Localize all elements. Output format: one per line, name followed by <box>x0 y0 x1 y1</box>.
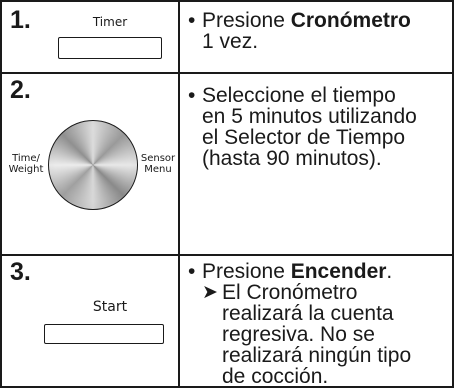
start-button-label: Start <box>92 299 128 315</box>
row-divider-2 <box>0 254 454 256</box>
step-number: 3. <box>10 258 31 286</box>
sensor-menu-label: Sensor Menu <box>138 153 178 175</box>
instruction-text: el Selector de Tiempo <box>202 126 406 149</box>
table-border-right <box>452 0 454 388</box>
instruction-text: . <box>386 260 393 283</box>
bullet: • <box>188 84 196 107</box>
table-border-bottom <box>0 386 454 388</box>
step-instruction: Presione Cronómetro 1 vez. <box>202 10 452 52</box>
instruction-bold-term: Encender <box>290 260 387 283</box>
bullet: • <box>188 260 196 283</box>
step-instruction: Presione Encender. <box>202 261 454 282</box>
dial-label-line: Weight <box>8 164 44 175</box>
instruction-text: 1 vez. <box>202 30 259 53</box>
table-border-left <box>0 0 2 388</box>
step-instruction: Seleccione el tiempo en 5 minutos utiliz… <box>202 85 454 169</box>
instruction-text: El Cronómetro <box>222 281 358 304</box>
arrow-right-icon: ➤ <box>202 282 218 303</box>
row-divider-1 <box>0 72 454 74</box>
bullet: • <box>188 9 196 32</box>
instruction-text: regresiva. No se <box>222 323 375 346</box>
instruction-text: de cocción. <box>222 365 329 388</box>
step-number: 2. <box>10 76 31 104</box>
dial-label-line: Menu <box>144 164 172 175</box>
dial-label-line: Sensor <box>140 153 176 164</box>
step-sub-instruction: El Cronómetro realizará la cuenta regres… <box>222 282 454 387</box>
timer-button[interactable] <box>58 37 162 59</box>
start-button[interactable] <box>44 324 164 344</box>
time-weight-label: Time/ Weight <box>6 153 46 175</box>
instruction-bold-term: Cronómetro <box>290 9 411 32</box>
instruction-text: en 5 minutos utilizando <box>202 105 417 128</box>
time-weight-dial[interactable] <box>48 120 138 210</box>
dial-label-line: Time/ <box>12 153 40 164</box>
instruction-text: Presione <box>202 260 291 283</box>
instruction-text: realizará ningún tipo <box>222 344 412 367</box>
dial-face <box>49 121 136 208</box>
table-border-top <box>0 0 454 2</box>
instruction-text: realizará la cuenta <box>222 302 394 325</box>
timer-button-label: Timer <box>92 15 128 29</box>
instruction-text: (hasta 90 minutos). <box>202 147 382 170</box>
instruction-text: Presione <box>202 9 291 32</box>
column-divider <box>178 0 180 388</box>
instruction-text: Seleccione el tiempo <box>202 84 396 107</box>
step-number: 1. <box>10 6 31 34</box>
